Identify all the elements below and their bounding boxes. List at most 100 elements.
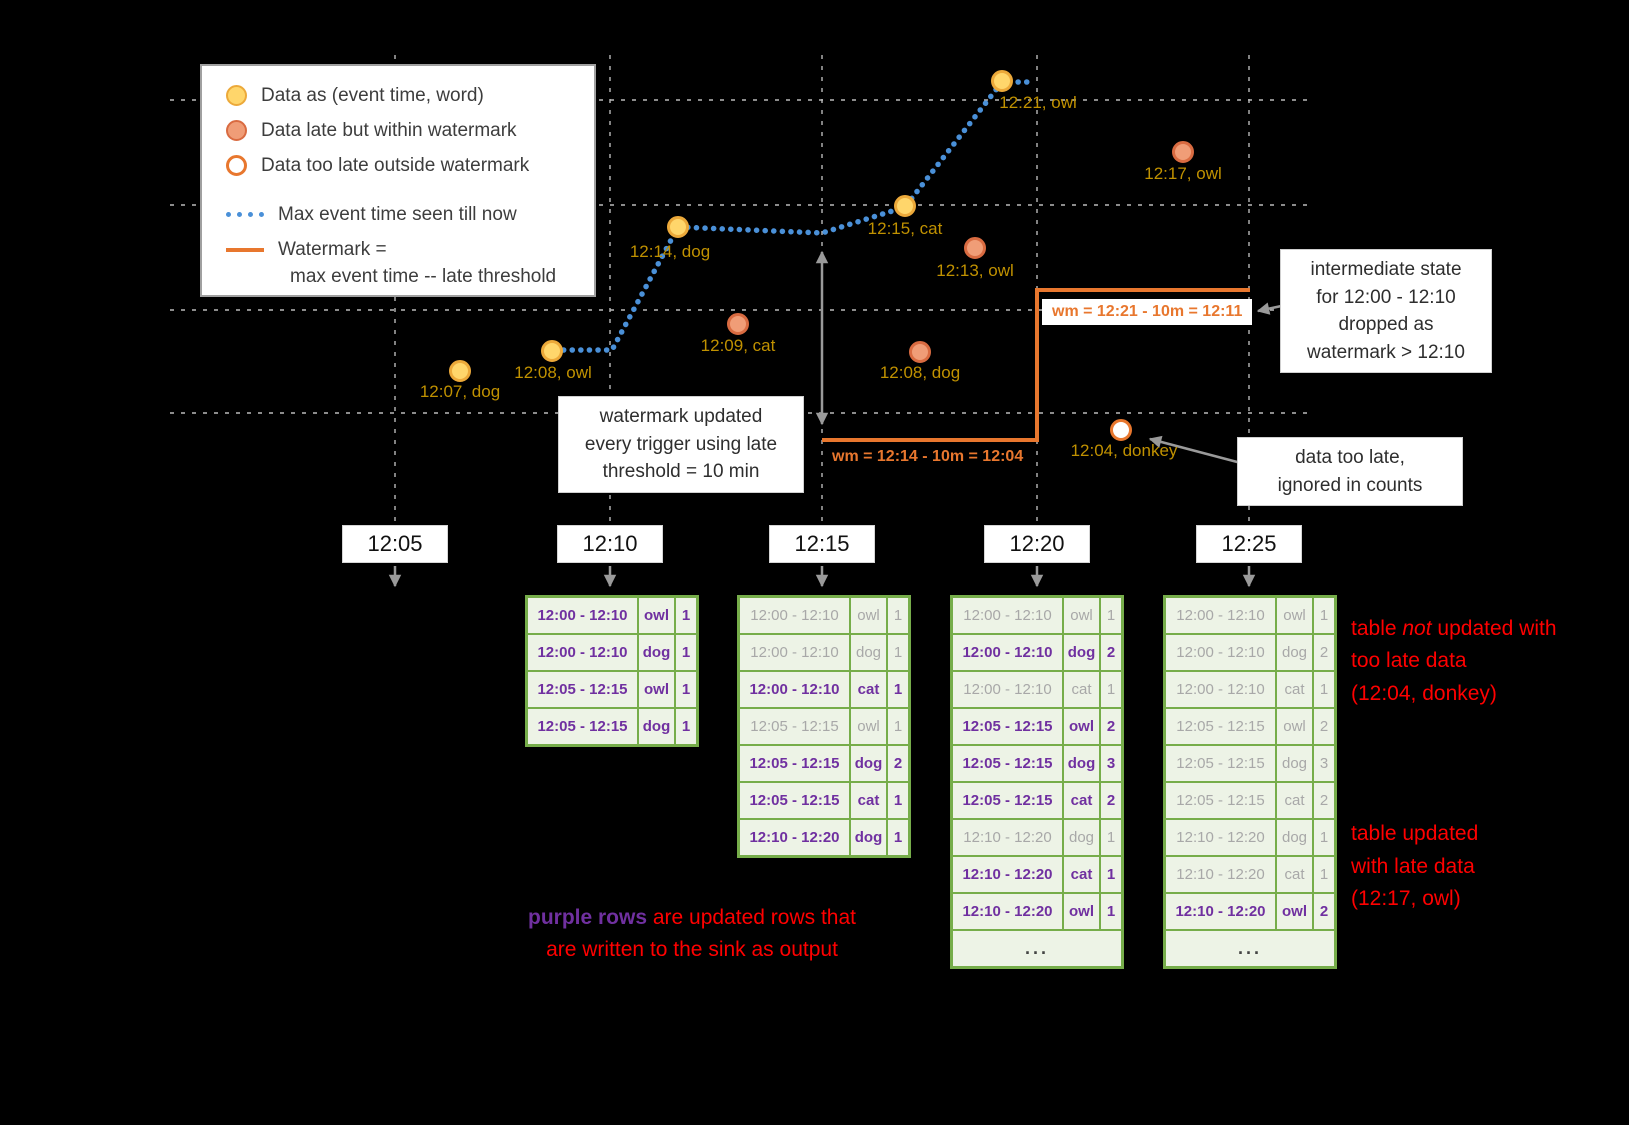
result-cell: 12:00 - 12:10 — [1166, 672, 1275, 707]
result-cell: 1 — [888, 672, 908, 707]
trigger-time-1210: 12:10 — [557, 525, 663, 563]
event-label: 12:15, cat — [867, 219, 943, 238]
result-cell: dog — [851, 635, 886, 670]
dotted-line-icon — [226, 212, 264, 217]
event-label: 12:09, cat — [700, 336, 776, 355]
result-cell: 12:05 - 12:15 — [1166, 746, 1275, 781]
result-cell: owl — [1277, 894, 1312, 929]
solid-line-icon — [226, 247, 264, 252]
result-cell: 1 — [1101, 820, 1121, 855]
result-cell: 12:10 - 12:20 — [953, 820, 1062, 855]
annotation-intermediate-state: intermediate state for 12:00 - 12:10 dro… — [1280, 249, 1492, 374]
purple-rows-highlight: purple rows — [528, 905, 648, 929]
result-cell: 12:00 - 12:10 — [953, 635, 1062, 670]
result-cell: cat — [1277, 783, 1312, 818]
note-purple-rows: purple rows are updated rows that are wr… — [472, 869, 912, 967]
result-cell: cat — [1064, 672, 1099, 707]
result-cell: 1 — [888, 635, 908, 670]
watermark-value-2: wm = 12:21 - 10m = 12:11 — [1042, 299, 1253, 325]
result-cell: 1 — [1101, 857, 1121, 892]
result-cell: 2 — [1314, 894, 1334, 929]
result-cell: 1 — [1101, 672, 1121, 707]
event-label: 12:14, dog — [629, 242, 711, 261]
result-cell: owl — [1277, 598, 1312, 633]
legend-label: Max event time seen till now — [278, 203, 517, 225]
event-dot-too-late — [1110, 419, 1132, 441]
legend-item-too-late: Data too late outside watermark — [202, 148, 594, 183]
result-cell: 2 — [1101, 635, 1121, 670]
result-cell: 1 — [888, 598, 908, 633]
watermark-value-1: wm = 12:14 - 10m = 12:04 — [832, 448, 1024, 465]
note-updated: table updated with late data (12:17, owl… — [1351, 822, 1479, 911]
result-cell: 12:05 - 12:15 — [1166, 709, 1275, 744]
legend-item-on-time: Data as (event time, word) — [202, 78, 594, 113]
event-dot-on-time — [991, 70, 1013, 92]
result-cell: cat — [851, 672, 886, 707]
legend-label: Data late but within watermark — [261, 119, 517, 141]
result-cell: 12:10 - 12:20 — [953, 857, 1062, 892]
result-cell: dog — [1064, 635, 1099, 670]
event-label: 12:04, donkey — [1070, 441, 1178, 460]
legend-item-watermark-formula: max event time -- late threshold — [202, 263, 594, 291]
event-label: 12:07, dog — [419, 382, 501, 401]
more-rows-indicator: ... — [1166, 931, 1334, 966]
result-cell: 1 — [1314, 598, 1334, 633]
result-cell: owl — [1277, 709, 1312, 744]
result-cell: 2 — [1314, 709, 1334, 744]
result-cell: 12:10 - 12:20 — [1166, 894, 1275, 929]
legend-item-late: Data late but within watermark — [202, 113, 594, 148]
result-cell: 1 — [676, 635, 696, 670]
result-cell: 12:00 - 12:10 — [740, 635, 849, 670]
result-cell: dog — [1064, 820, 1099, 855]
result-cell: 12:00 - 12:10 — [1166, 598, 1275, 633]
annotation-watermark-updated: watermark updated every trigger using la… — [558, 396, 804, 493]
late-dot-icon — [226, 120, 247, 141]
event-label: 12:17, owl — [1144, 164, 1222, 183]
result-cell: owl — [1064, 598, 1099, 633]
result-cell: 12:10 - 12:20 — [1166, 857, 1275, 892]
result-cell: owl — [1064, 709, 1099, 744]
result-cell: dog — [1064, 746, 1099, 781]
result-cell: 1 — [888, 783, 908, 818]
result-cell: 12:00 - 12:10 — [953, 672, 1062, 707]
legend: Data as (event time, word) Data late but… — [200, 64, 596, 297]
result-cell: owl — [851, 598, 886, 633]
trigger-time-1215: 12:15 — [769, 525, 875, 563]
legend-spacer — [202, 183, 594, 197]
result-cell: 12:05 - 12:15 — [528, 709, 637, 744]
annotation-too-late: data too late, ignored in counts — [1237, 437, 1463, 507]
result-cell: 1 — [888, 709, 908, 744]
result-cell: 12:05 - 12:15 — [1166, 783, 1275, 818]
result-cell: 1 — [676, 709, 696, 744]
legend-item-watermark: Watermark = — [202, 232, 594, 267]
result-cell: dog — [851, 746, 886, 781]
result-cell: 12:05 - 12:15 — [740, 709, 849, 744]
event-dot-late — [1172, 141, 1194, 163]
legend-item-max-event-time: Max event time seen till now — [202, 197, 594, 232]
more-rows-indicator: ... — [953, 931, 1121, 966]
result-cell: dog — [1277, 746, 1312, 781]
result-cell: cat — [1064, 857, 1099, 892]
result-cell: dog — [639, 635, 674, 670]
result-cell: 3 — [1314, 746, 1334, 781]
result-cell: 12:10 - 12:20 — [953, 894, 1062, 929]
on-time-dot-icon — [226, 85, 247, 106]
